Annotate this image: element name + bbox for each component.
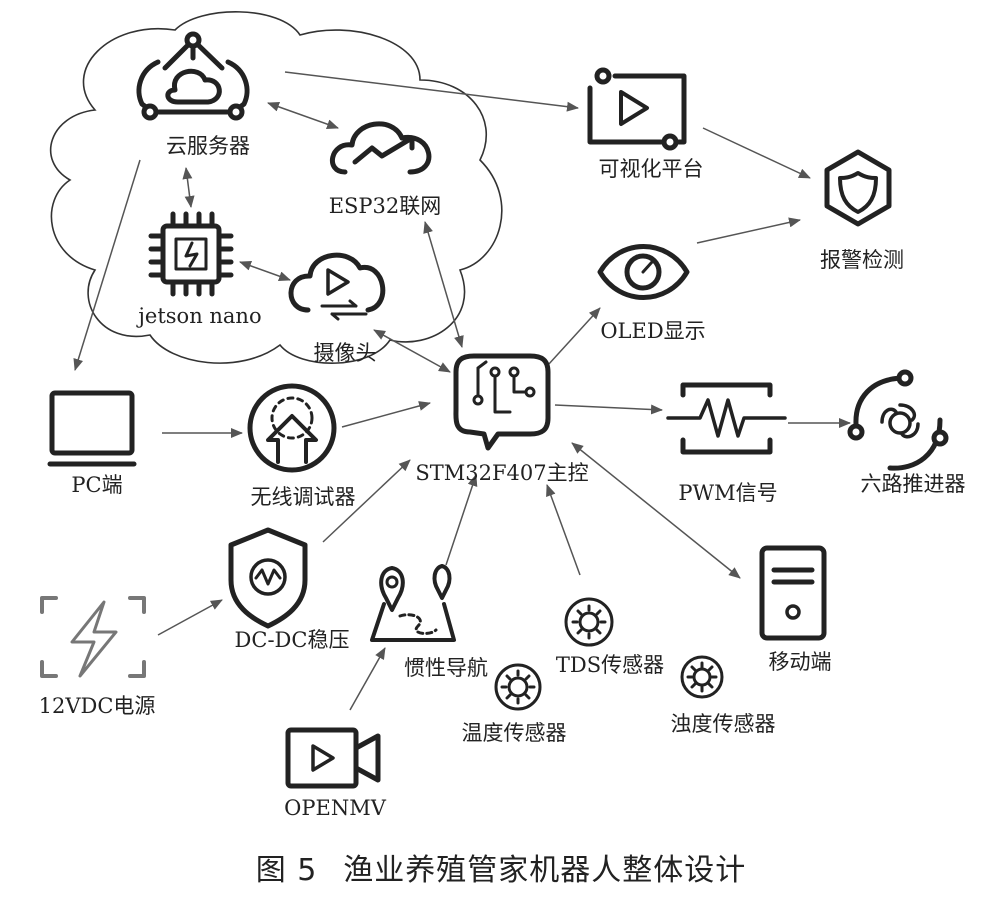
power-label: 12VDC电源 bbox=[38, 694, 156, 718]
stm32-label: STM32F407主控 bbox=[415, 461, 589, 485]
cloud-video-icon bbox=[288, 252, 386, 321]
voltage-shield-icon bbox=[228, 527, 308, 629]
turbidity-label: 浊度传感器 bbox=[670, 712, 776, 736]
camera-label: 摄像头 bbox=[313, 341, 377, 365]
alarm-label: 报警检测 bbox=[820, 248, 904, 272]
dcdc-label: DC-DC稳压 bbox=[234, 628, 350, 652]
mobile-terminal-icon bbox=[759, 545, 827, 641]
eye-display-icon bbox=[597, 244, 690, 300]
pwm-label: PWM信号 bbox=[678, 481, 778, 505]
figure-caption: 图 5 渔业养殖管家机器人整体设计 bbox=[256, 845, 747, 889]
wireless-debugger-icon bbox=[247, 383, 337, 473]
thrusters-label: 六路推进器 bbox=[860, 472, 966, 496]
visual-platform-label: 可视化平台 bbox=[598, 157, 704, 181]
cloud-upload-icon bbox=[329, 121, 432, 175]
processor-chip-icon bbox=[148, 211, 234, 297]
monitor-icon bbox=[47, 390, 137, 467]
imu-label: 惯性导航 bbox=[404, 656, 488, 680]
video-camera-icon bbox=[285, 727, 381, 789]
shield-alarm-icon bbox=[824, 149, 892, 227]
lightning-bolt-icon bbox=[40, 596, 146, 678]
esp32-label: ESP32联网 bbox=[328, 194, 442, 218]
jetson-label: jetson nano bbox=[138, 304, 262, 328]
cloud-server-label: 云服务器 bbox=[166, 134, 250, 158]
tds-label: TDS传感器 bbox=[555, 653, 665, 677]
pwm-signal-icon bbox=[666, 382, 787, 455]
video-player-icon bbox=[587, 67, 687, 151]
turbidity-sensor-icon bbox=[680, 655, 724, 699]
openmv-label: OPENMV bbox=[284, 796, 386, 820]
mobile-label: 移动端 bbox=[768, 650, 832, 674]
microcontroller-icon bbox=[453, 353, 551, 451]
figure-number: 图 5 bbox=[255, 853, 318, 888]
wireless-debugger-label: 无线调试器 bbox=[250, 485, 356, 509]
propeller-icon bbox=[847, 369, 949, 471]
cloud-network-icon bbox=[136, 31, 250, 121]
pc-label: PC端 bbox=[71, 473, 123, 497]
cloud-boundary bbox=[50, 11, 503, 364]
connections bbox=[73, 71, 851, 711]
temperature-sensor-icon bbox=[494, 663, 542, 711]
oled-label: OLED显示 bbox=[600, 319, 706, 343]
temperature-label: 温度传感器 bbox=[461, 721, 567, 745]
figure-title: 渔业养殖管家机器人整体设计 bbox=[343, 853, 747, 888]
map-navigation-icon bbox=[370, 564, 456, 642]
tds-sensor-icon bbox=[564, 597, 614, 647]
